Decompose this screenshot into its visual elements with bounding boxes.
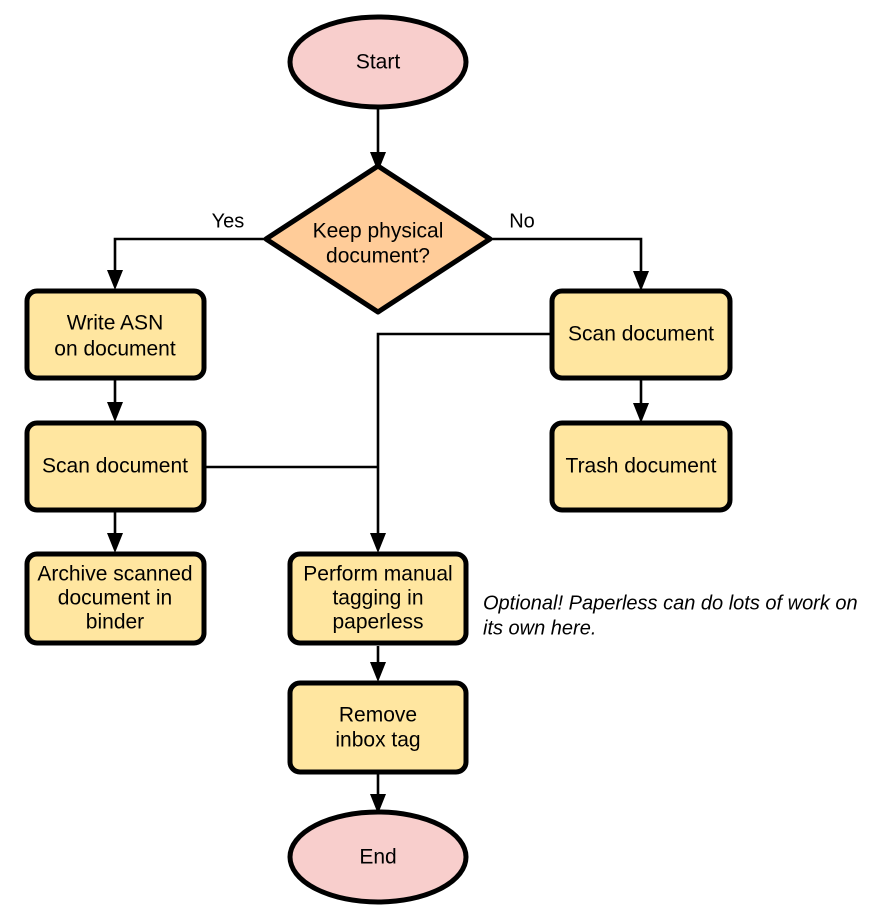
arrowhead-icon	[107, 270, 123, 290]
arrowhead-icon	[370, 152, 386, 172]
remove-inbox-label-line1: Remove	[339, 704, 417, 727]
end-ellipse[interactable]	[287, 809, 469, 905]
write-asn-label-line2: on document	[54, 338, 176, 361]
remove-inbox-label-line2: inbox tag	[335, 729, 420, 752]
edge-label-yes: Yes	[212, 210, 245, 232]
start-ellipse[interactable]	[287, 14, 469, 110]
remove-inbox-tag-box[interactable]	[287, 680, 469, 775]
edge-line	[376, 332, 552, 539]
manual-tagging-box[interactable]	[287, 551, 469, 646]
node-scan-document-right[interactable]: Scan document	[549, 288, 733, 381]
write-asn-box[interactable]	[24, 288, 207, 381]
archive-label-line2: document in	[58, 587, 172, 610]
manual-tagging-label-line2: tagging in	[332, 587, 423, 610]
edge-line	[113, 237, 266, 276]
decision-label-line1: Keep physical	[313, 220, 444, 243]
arrowhead-icon	[107, 402, 123, 422]
node-trash-document[interactable]: Trash document	[549, 420, 733, 513]
optional-note-line1: Optional! Paperless can do lots of work …	[483, 592, 858, 614]
edge-label-no: No	[509, 210, 535, 232]
edge-scan-right-to-manual-tagging	[370, 332, 552, 553]
arrowhead-icon	[370, 533, 386, 553]
scan-document-left-label: Scan document	[42, 455, 188, 478]
node-write-asn-on-document[interactable]: Write ASN on document	[24, 288, 207, 381]
edge-write-asn-to-scan-left	[107, 379, 123, 422]
edge-line	[490, 237, 643, 277]
node-start[interactable]: Start	[287, 14, 469, 110]
manual-tagging-label-line1: Perform manual	[303, 563, 452, 586]
trash-document-box[interactable]	[549, 420, 733, 513]
write-asn-label-line1: Write ASN	[67, 312, 163, 335]
arrowhead-icon	[370, 794, 386, 814]
scan-document-right-label: Scan document	[568, 323, 714, 346]
archive-label-line1: Archive scanned	[37, 563, 192, 586]
node-archive-scanned-document[interactable]: Archive scanned document in binder	[24, 551, 207, 646]
scan-document-right-box[interactable]	[549, 288, 733, 381]
archive-box[interactable]	[24, 551, 207, 646]
start-label: Start	[356, 51, 401, 74]
optional-note-line2: its own here.	[483, 617, 596, 639]
edge-decision-no-to-scan-right	[490, 237, 649, 291]
arrowhead-icon	[107, 533, 123, 553]
node-remove-inbox-tag[interactable]: Remove inbox tag	[287, 680, 469, 775]
end-label: End	[359, 846, 396, 869]
edge-scan-right-to-trash	[633, 378, 649, 423]
node-decision-keep-physical-document[interactable]: Keep physical document?	[263, 163, 493, 315]
arrowhead-icon	[370, 662, 386, 682]
arrowhead-icon	[633, 271, 649, 291]
node-scan-document-left[interactable]: Scan document	[24, 420, 207, 513]
archive-label-line3: binder	[86, 611, 144, 634]
manual-tagging-label-line3: paperless	[332, 611, 423, 634]
node-end[interactable]: End	[287, 809, 469, 905]
annotation-optional-note: Optional! Paperless can do lots of work …	[483, 592, 858, 639]
decision-label-line2: document?	[326, 245, 430, 268]
edge-start-to-decision	[370, 105, 386, 172]
decision-diamond[interactable]	[263, 163, 493, 315]
trash-document-label: Trash document	[566, 455, 717, 478]
scan-document-left-box[interactable]	[24, 420, 207, 513]
edge-remove-inbox-to-end	[370, 772, 386, 814]
edge-decision-yes-to-write-asn	[107, 237, 266, 290]
edge-scan-left-to-archive	[107, 511, 123, 553]
arrowhead-icon	[633, 403, 649, 423]
node-perform-manual-tagging[interactable]: Perform manual tagging in paperless	[287, 551, 469, 646]
edge-manual-tagging-to-remove-inbox	[370, 646, 386, 682]
